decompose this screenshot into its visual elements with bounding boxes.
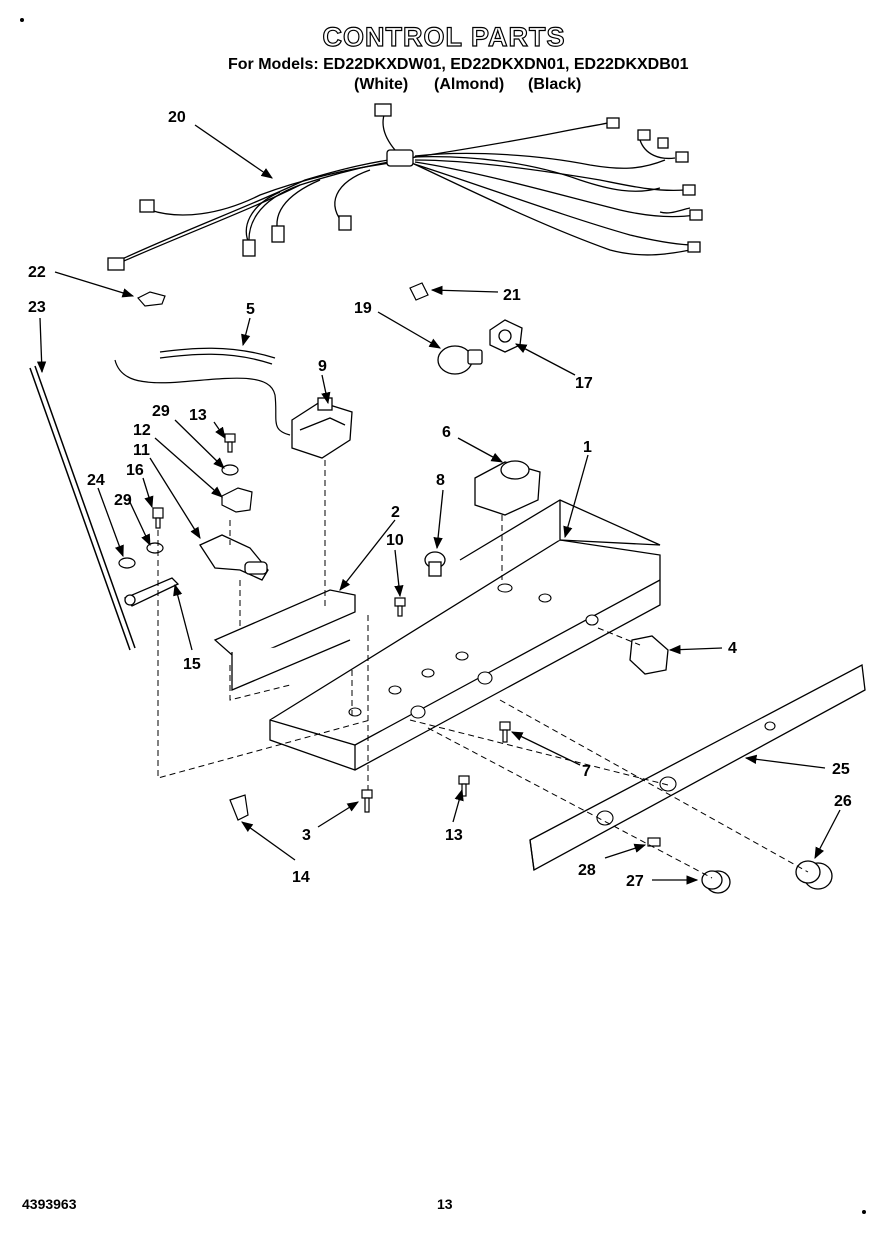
callout-10: 10 [386,532,404,549]
callout-24: 24 [87,472,105,489]
leader-arrows [36,124,841,885]
control-panel [529,663,866,872]
part-19-lamp [437,345,483,375]
callout-4: 4 [728,640,737,657]
part-16-screw [152,507,164,529]
part-7-screw [499,721,511,743]
callout-11: 11 [133,442,150,459]
part-22-clip [137,291,166,307]
part-6-timer [474,460,541,516]
part-17-socket [489,319,523,353]
variant-black: (Black) [528,76,582,93]
callout-28: 28 [578,862,596,879]
corner-mark-bottom [862,1210,866,1214]
callout-23: 23 [28,299,46,316]
capillary-wire [114,359,291,436]
callout-20: 20 [168,109,186,126]
part-13-screw [224,433,236,453]
callout-27: 27 [626,873,644,890]
callout-14: 14 [292,869,310,886]
callout-12: 12 [133,422,151,439]
variant-white: (White) [354,76,409,93]
part-14-clip [229,794,249,821]
callout-labels: 20 22 23 5 21 19 17 9 13 29 12 11 16 29 … [28,109,852,890]
part-3-screw [361,789,373,813]
part-26-knob [795,860,833,890]
callout-13b: 13 [445,827,463,844]
callout-3: 3 [302,827,311,844]
part-11-thermostat [199,534,269,581]
callout-5: 5 [246,301,255,318]
part-27-knob [701,870,731,894]
part-29-washer [146,464,239,554]
callout-13: 13 [189,407,207,424]
callout-17: 17 [575,375,593,392]
callout-2: 2 [391,504,400,521]
part-23-rod [29,365,136,651]
callout-9: 9 [318,358,327,375]
part-10-screw [394,597,406,617]
callout-15: 15 [183,656,201,673]
part-15-lever [123,577,180,607]
part-12-bracket [221,487,253,513]
callout-22: 22 [28,264,46,281]
part-2-bracket [213,589,356,691]
callout-8: 8 [436,472,445,489]
callout-6: 6 [442,424,451,441]
models-line: For Models: ED22DKXDW01, ED22DKXDN01, ED… [228,56,689,73]
document-number: 4393963 [22,1196,77,1212]
part-24-washer [118,557,136,569]
part-28-pointer [647,837,661,847]
assembly-lines [157,460,809,879]
panel-holes [596,721,776,826]
part-21-bulb-clip [409,282,429,301]
callout-19: 19 [354,300,372,317]
harness-connectors [107,103,703,271]
variant-almond: (Almond) [434,76,505,93]
part-8-plug [424,551,446,577]
callout-21: 21 [503,287,521,304]
callout-29: 29 [152,403,170,420]
callout-29b: 29 [114,492,132,509]
control-housing [269,499,661,771]
corner-mark-top [20,18,24,22]
page-number: 13 [437,1196,453,1212]
part-9-switch [291,397,353,459]
callout-16: 16 [126,462,144,479]
callout-1: 1 [583,439,592,456]
callout-25: 25 [832,761,850,778]
callout-26: 26 [834,793,852,810]
wire-harness [114,111,696,266]
part-5-tube [159,347,276,365]
page-title: CONTROL PARTS [322,21,566,52]
callout-7: 7 [582,763,591,780]
part-4-switch [629,635,669,675]
